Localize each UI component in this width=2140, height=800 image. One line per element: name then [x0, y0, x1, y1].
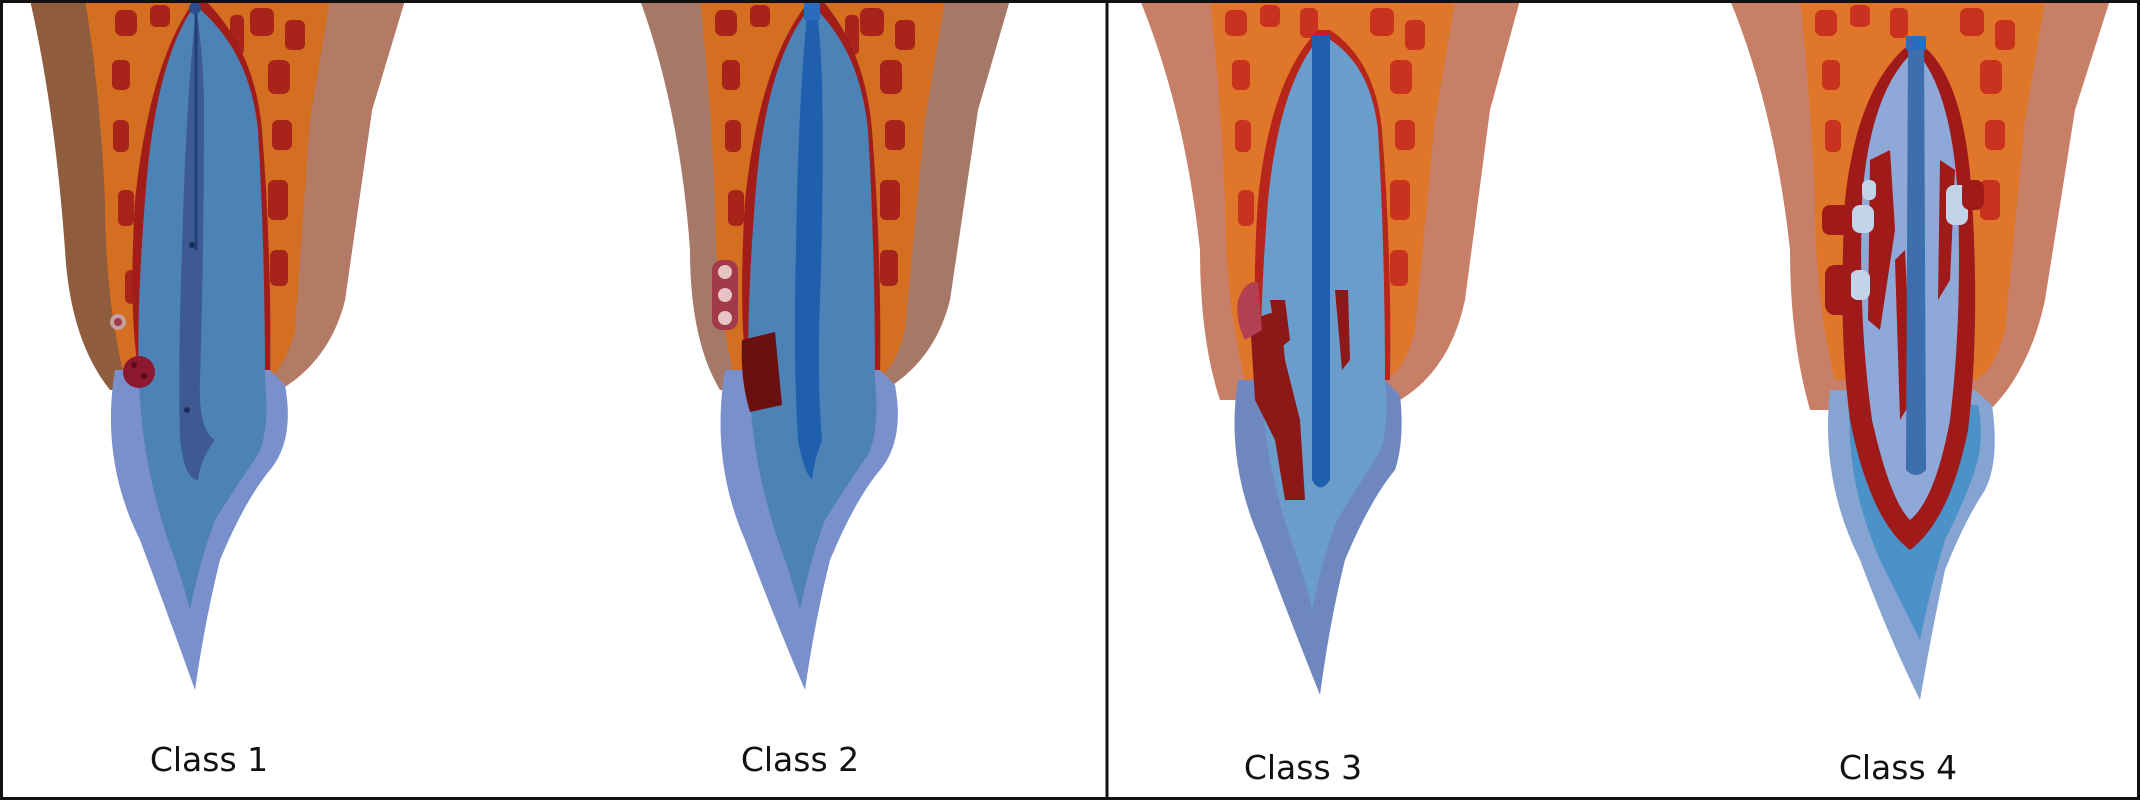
resorption-lesion: [741, 332, 782, 412]
pulp-canal: [1906, 40, 1926, 475]
bone-marrow-spaces: [715, 5, 915, 286]
resorption-lesion: [123, 356, 155, 388]
cementum-nodules: [712, 260, 738, 330]
bone-marrow-spaces: [1225, 5, 1425, 286]
pulp-canal: [1312, 35, 1330, 488]
resorption-lesion: [1237, 281, 1350, 500]
pulp-canal: [794, 5, 823, 480]
lesion-dot: [131, 362, 137, 368]
pulp-dot: [184, 407, 190, 413]
panel-class-4: [1730, 0, 2110, 700]
pulp-dot: [189, 242, 195, 248]
panel-class-2: [640, 0, 1010, 690]
cervical-lesions: [1822, 180, 1984, 315]
class-4-label: Class 4: [1838, 748, 1958, 787]
panel-class-3: [1140, 0, 1520, 695]
tooth-dentin: [138, 5, 267, 610]
class-1-label: Class 1: [149, 740, 269, 779]
bone-marrow-spaces: [1815, 5, 2015, 220]
panel-class-1: [30, 0, 405, 690]
class-2-label: Class 2: [740, 740, 860, 779]
cementum-nodule-core: [114, 318, 122, 326]
apex-opening: [1906, 36, 1926, 50]
class-3-label: Class 3: [1243, 748, 1363, 787]
apex-dot: [189, 2, 201, 14]
apex-opening: [804, 0, 820, 20]
bone-marrow-spaces: [112, 5, 305, 304]
lesion-dot: [141, 373, 147, 379]
